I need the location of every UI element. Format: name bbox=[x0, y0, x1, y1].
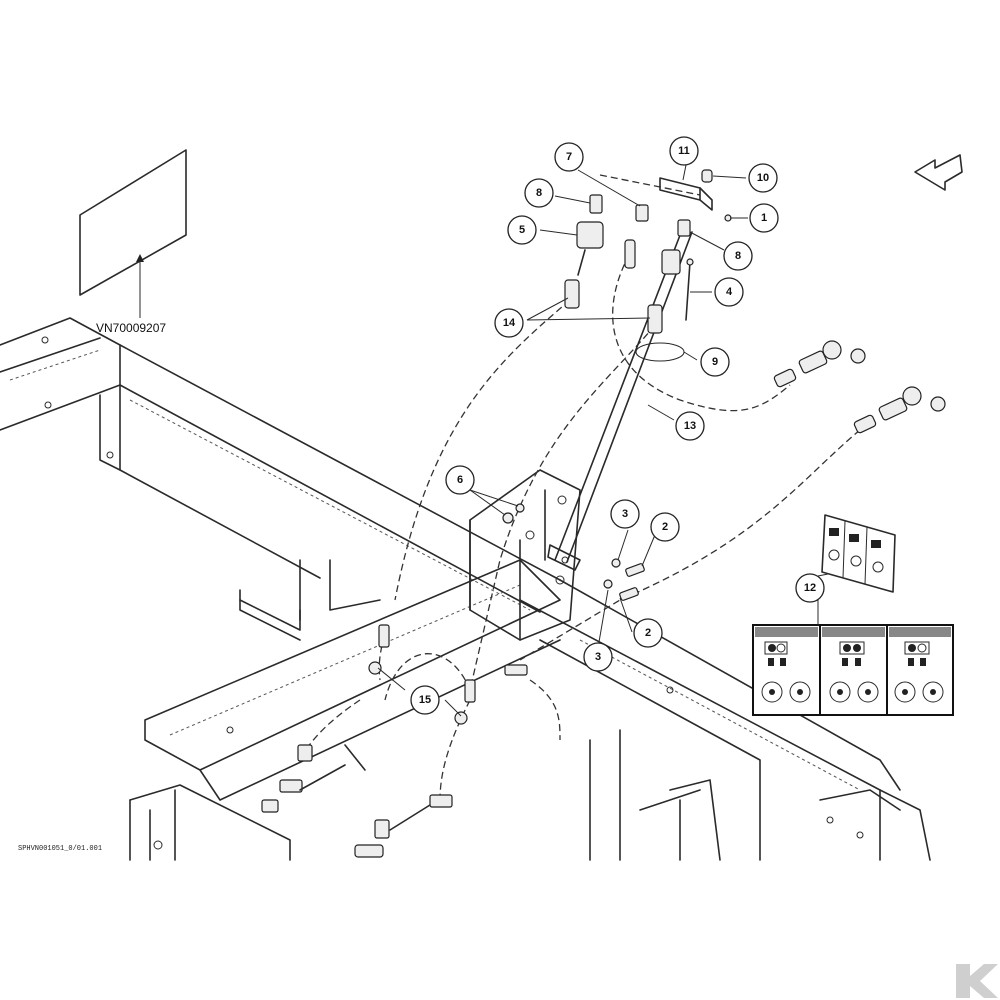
callout-6-label: 6 bbox=[457, 474, 463, 486]
callout-13: 13 bbox=[675, 411, 705, 441]
callout-15-label: 15 bbox=[419, 694, 431, 706]
callout-2-upper: 2 bbox=[650, 512, 680, 542]
callout-14: 14 bbox=[494, 308, 524, 338]
callout-11-label: 11 bbox=[678, 145, 690, 157]
callout-3-upper: 3 bbox=[610, 499, 640, 529]
callout-4: 4 bbox=[714, 277, 744, 307]
callout-7: 7 bbox=[554, 142, 584, 172]
callout-3-lower-label: 3 bbox=[595, 651, 601, 663]
callout-2-lower-label: 2 bbox=[645, 627, 651, 639]
callout-4-label: 4 bbox=[726, 286, 733, 298]
brand-logo-icon bbox=[956, 964, 998, 998]
callout-2-lower: 2 bbox=[633, 618, 663, 648]
quick-coupler-upper bbox=[773, 340, 866, 388]
callout-2-upper-label: 2 bbox=[662, 521, 668, 533]
callout-5-label: 5 bbox=[519, 224, 525, 236]
callout-12: 12 bbox=[795, 573, 825, 603]
callout-15: 15 bbox=[410, 685, 440, 715]
callout-9: 9 bbox=[700, 347, 730, 377]
direction-arrow-icon bbox=[914, 154, 963, 191]
callout-8-right-label: 8 bbox=[735, 250, 741, 262]
machine-frame bbox=[0, 317, 931, 861]
callout-10-label: 10 bbox=[757, 172, 769, 184]
control-decal-enlarged bbox=[752, 624, 954, 716]
callout-8-right: 8 bbox=[723, 241, 753, 271]
control-rod-assembly bbox=[261, 169, 946, 858]
decal-part-number: VN70009207 bbox=[96, 321, 166, 335]
leader-lines bbox=[377, 164, 829, 717]
callout-1: 1 bbox=[749, 203, 779, 233]
decal-sheet bbox=[79, 149, 187, 318]
callout-1-label: 1 bbox=[761, 212, 767, 224]
quick-coupler-lower bbox=[853, 386, 946, 434]
callout-7-label: 7 bbox=[566, 151, 572, 163]
callout-14-label: 14 bbox=[503, 317, 516, 329]
control-decal-small bbox=[821, 514, 896, 593]
callout-8-left: 8 bbox=[524, 178, 554, 208]
callout-8-left-label: 8 bbox=[536, 187, 542, 199]
callout-9-label: 9 bbox=[712, 356, 718, 368]
callout-3-upper-label: 3 bbox=[622, 508, 628, 520]
callout-13-label: 13 bbox=[684, 420, 696, 432]
callout-11: 11 bbox=[669, 136, 699, 166]
callout-3-lower: 3 bbox=[583, 642, 613, 672]
callout-6: 6 bbox=[445, 465, 475, 495]
drawing-reference: SPHVN001051_0/01.001 bbox=[18, 845, 102, 853]
callout-12-label: 12 bbox=[804, 582, 816, 594]
callout-10: 10 bbox=[748, 163, 778, 193]
callout-5: 5 bbox=[507, 215, 537, 245]
